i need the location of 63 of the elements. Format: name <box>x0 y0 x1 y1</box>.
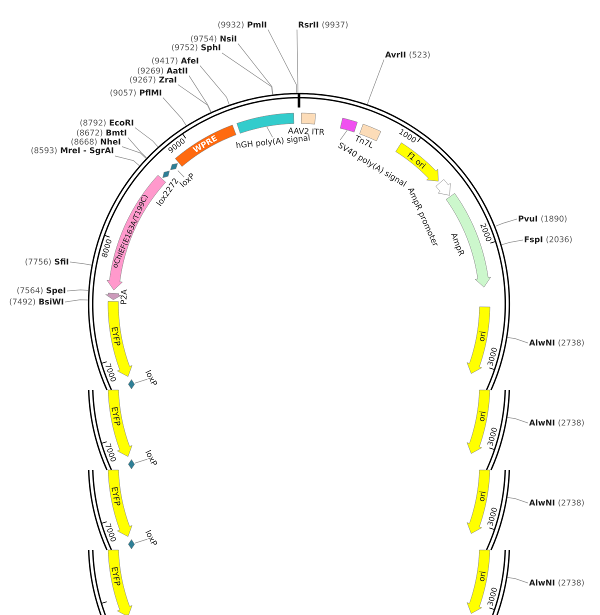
site-label: PvuI (1890) <box>518 215 567 223</box>
feature-label: AmpR <box>451 234 464 256</box>
leader-line <box>134 538 148 544</box>
site-label: (8792) EcoRI <box>80 119 134 127</box>
backbone-arc <box>486 390 510 470</box>
leader-line <box>200 65 230 106</box>
feature-diamond <box>128 459 135 470</box>
leader-line <box>122 146 146 159</box>
feature-label: loxP <box>145 530 157 545</box>
site-label: AlwNI (2738) <box>529 339 584 347</box>
leader-line <box>507 577 528 584</box>
leader-line <box>507 337 528 344</box>
site-label: (9269) AatII <box>138 67 188 75</box>
site-label: AlwNI (2738) <box>529 579 584 587</box>
leader-line <box>177 170 184 178</box>
site-label: (9417) AfeI <box>152 57 198 65</box>
leader-line <box>494 218 518 227</box>
leader-line <box>367 59 384 105</box>
feature-diamond <box>128 539 135 550</box>
leader-line <box>507 497 528 504</box>
backbone-arc <box>88 550 108 615</box>
leader-line <box>70 262 92 266</box>
leader-line <box>114 156 140 166</box>
site-label: AlwNI (2738) <box>529 419 584 427</box>
leader-line <box>507 417 528 424</box>
leader-line <box>162 97 187 126</box>
leader-line <box>64 299 88 302</box>
site-label: (9267) ZraI <box>130 76 176 84</box>
feature-label: P2A <box>120 289 127 304</box>
site-label: (8593) MreI - SgrAI <box>31 147 114 155</box>
leader-line <box>134 458 148 464</box>
site-label: RsrII (9937) <box>298 21 348 29</box>
leader-line <box>128 137 147 158</box>
site-label: (9754) NsiI <box>191 35 236 43</box>
site-label: (8672) BmtI <box>76 129 126 137</box>
leader-line <box>238 43 274 95</box>
backbone-arc <box>486 470 510 550</box>
site-label: FspI (2036) <box>524 236 572 244</box>
directed-feature: EYFP <box>108 550 132 615</box>
site-label: (8668) NheI <box>71 138 120 146</box>
leader-line <box>296 29 298 94</box>
site-label: (9752) SphI <box>172 44 220 52</box>
feature-label: loxP <box>145 450 157 465</box>
leader-line <box>340 130 348 140</box>
leader-line <box>268 29 297 94</box>
site-label: (7492) BsiWI <box>10 298 64 306</box>
site-label: (7564) SpeI <box>17 287 66 295</box>
leader-line <box>188 75 212 112</box>
site-label: (7756) SfiI <box>26 258 68 266</box>
site-label: AlwNI (2738) <box>529 499 584 507</box>
leader-line <box>266 126 273 138</box>
leader-line <box>222 52 273 95</box>
site-label: (9932) PmlI <box>218 21 266 29</box>
leader-line <box>501 240 524 246</box>
leader-line <box>66 290 89 292</box>
site-label: AvrII (523) <box>385 51 430 59</box>
leader-line <box>134 127 158 148</box>
leader-line <box>134 378 148 384</box>
backbone-arc <box>488 550 510 615</box>
feature-label: AAV2 ITR <box>288 128 324 135</box>
site-label: (9057) PflMI <box>110 89 162 97</box>
feature-label: Tn7L <box>356 135 372 148</box>
leader-line <box>178 84 212 113</box>
